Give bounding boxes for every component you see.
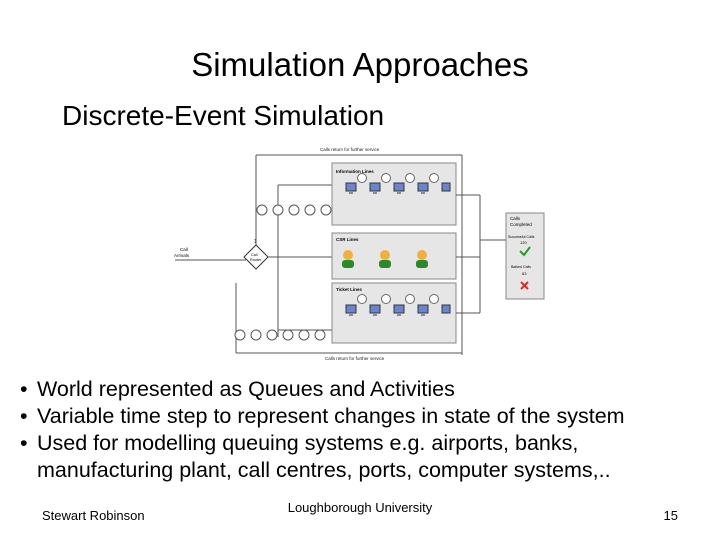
queue-information	[256, 204, 332, 216]
lane-csr: CSR Lines	[331, 232, 457, 280]
bullet-item-continuation: manufacturing plant, call centres, ports…	[20, 457, 710, 484]
completed-title-2: Completed	[510, 222, 532, 227]
bullet-list: •World represented as Queues and Activit…	[20, 376, 710, 484]
lane-information-label: Information Lines	[336, 169, 374, 174]
lane-csr-label: CSR Lines	[336, 237, 359, 242]
check-icon	[519, 246, 531, 257]
router-label-2: Router	[250, 258, 262, 262]
bullet-text: Variable time step to represent changes …	[37, 404, 625, 428]
queue-ticket	[234, 329, 326, 341]
lane-information: Information Lines	[331, 162, 457, 226]
computer-icon	[345, 182, 451, 194]
completed-title: Calls	[510, 216, 521, 221]
slide-subtitle: Discrete-Event Simulation	[62, 100, 385, 131]
operator-icon	[342, 250, 428, 268]
bullet-item: •World represented as Queues and Activit…	[20, 377, 455, 401]
top-return-label: Calls return for further service	[320, 147, 380, 152]
bullet-text: World represented as Queues and Activiti…	[37, 377, 455, 401]
bullet-text: manufacturing plant, call centres, ports…	[37, 458, 611, 482]
successful-calls-count: 120	[520, 240, 527, 245]
lane-ticket: Ticket Lines	[331, 282, 457, 344]
successful-calls-label: Successful Calls	[508, 235, 535, 239]
bullet-item: •Variable time step to represent changes…	[20, 404, 625, 428]
arrivals-label-2: Arrivals	[174, 253, 190, 258]
lane-ticket-label: Ticket Lines	[336, 287, 362, 292]
balked-calls-label: Balked Calls	[511, 265, 531, 269]
bullet-item: •Used for modelling queuing systems e.g.…	[20, 431, 579, 455]
page-number: 15	[663, 508, 678, 523]
footer-author: Stewart Robinson	[42, 508, 145, 523]
cross-icon	[520, 281, 529, 290]
balked-calls-count: 63	[522, 271, 527, 276]
computer-icon	[345, 304, 451, 316]
router-diamond	[243, 244, 269, 270]
footer-institution: Loughborough University	[287, 500, 433, 515]
call-centre-diagram: Calls return for further service Calls r…	[174, 147, 545, 361]
arrivals-label: Call	[180, 247, 188, 252]
calls-completed-panel: Calls Completed Successful Calls 120 Bal…	[505, 212, 545, 300]
router-label: Call	[251, 253, 258, 257]
bullet-text: Used for modelling queuing systems e.g. …	[37, 431, 579, 455]
slide-title: Simulation Approaches	[191, 46, 529, 83]
bottom-return-label: Calls return for further service	[325, 356, 385, 361]
